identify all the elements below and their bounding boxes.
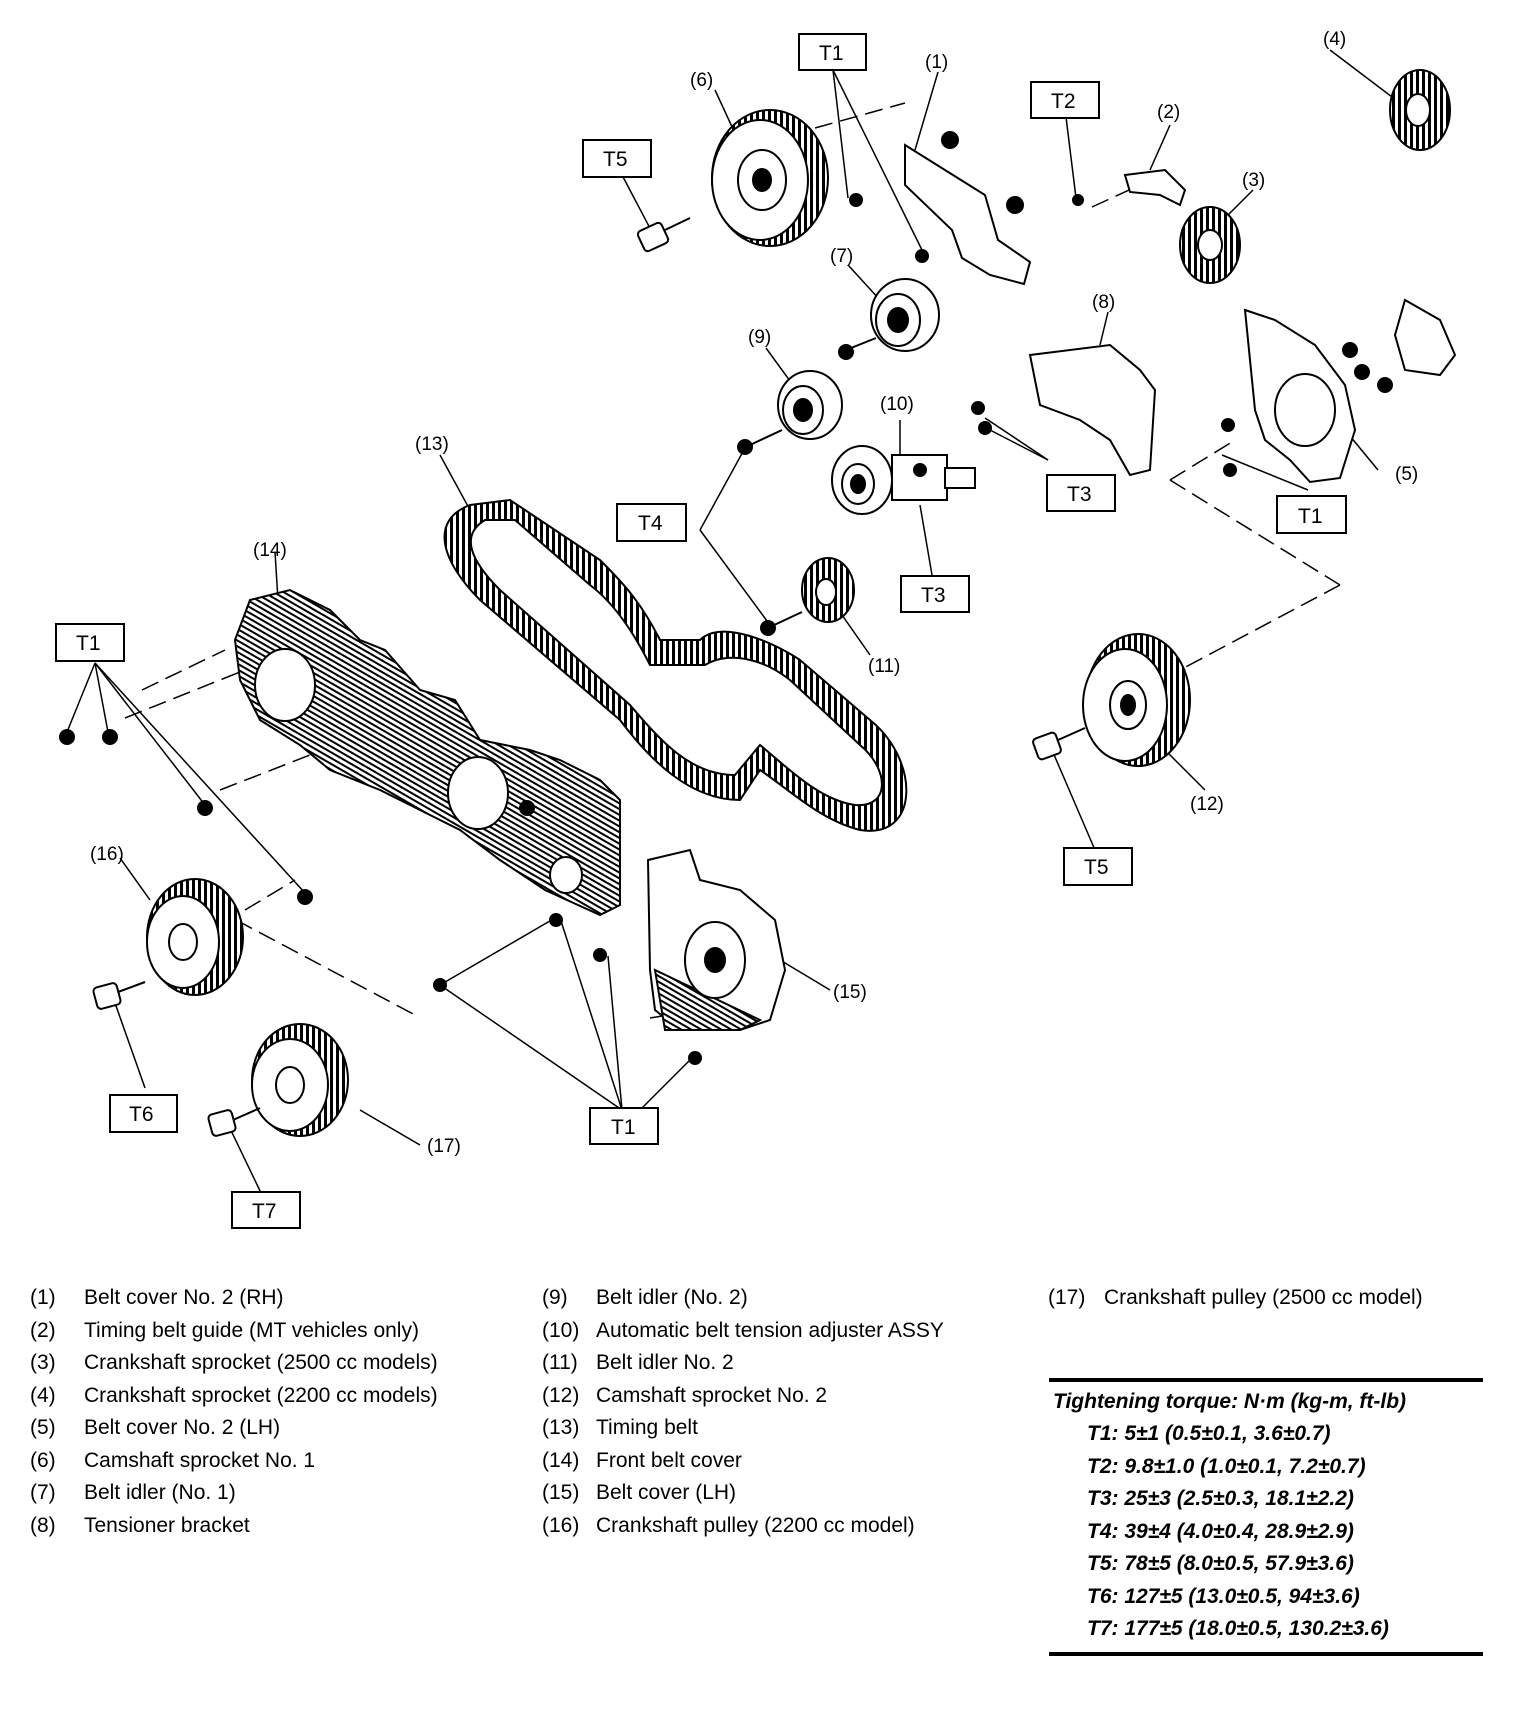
svg-text:T3: T3 [1067, 483, 1092, 506]
torque-box-t1-top: T1 [798, 33, 867, 71]
callout-labels: (1) (2) (3) (4) (5) (6) (7) (8) (9) (10)… [90, 29, 1418, 1157]
torque-box-t6: T6 [109, 1094, 178, 1133]
divider [1049, 1651, 1483, 1656]
callout-4: (4) [1323, 29, 1346, 50]
belt-cover-lh [433, 848, 787, 1065]
svg-text:T5: T5 [603, 148, 628, 171]
assembly-dashed-lines [124, 102, 1341, 1019]
belt-cover-no2-lh [1221, 298, 1457, 484]
legend-item: (2)Timing belt guide (MT vehicles only) [30, 1318, 419, 1342]
torque-row: T5: 78±5 (8.0±0.5, 57.9±3.6) [1087, 1552, 1354, 1575]
legend-item: (15)Belt cover (LH) [542, 1481, 737, 1504]
torque-box-t7: T7 [231, 1191, 301, 1229]
legend-item: (17)Crankshaft pulley (2500 cc model) [1048, 1286, 1423, 1309]
torque-row: T6: 127±5 (13.0±0.5, 94±3.6) [1087, 1584, 1360, 1608]
callout-17: (17) [427, 1136, 461, 1157]
legend-item: (6)Camshaft sprocket No. 1 [30, 1448, 316, 1472]
auto-belt-tension-adjuster [831, 445, 976, 515]
torque-row: T7: 177±5 (18.0±0.5, 130.2±3.6) [1087, 1617, 1389, 1640]
torque-box-t5-lower: T5 [1063, 847, 1133, 886]
svg-text:T6: T6 [129, 1103, 154, 1126]
legend-column-2: (9)Belt idler (No. 2) (10)Automatic belt… [542, 1282, 982, 1542]
belt-idler-no1 [838, 278, 940, 360]
torque-box-t3-right: T3 [1046, 474, 1116, 512]
belt-cover-no2-rh [849, 131, 1032, 286]
callout-5: (5) [1395, 464, 1418, 485]
torque-row: T2: 9.8±1.0 (1.0±0.1, 7.2±0.7) [1087, 1454, 1366, 1478]
svg-text:T5: T5 [1084, 856, 1109, 879]
legend-column-3: (17)Crankshaft pulley (2500 cc model) [1048, 1282, 1468, 1315]
legend-item: (11)Belt idler No. 2 [542, 1351, 734, 1374]
callout-6: (6) [690, 70, 713, 91]
torque-box-t1-left: T1 [55, 623, 125, 662]
leader-lines [66, 49, 1397, 1196]
callout-12: (12) [1190, 794, 1224, 815]
torque-row: T4: 39±4 (4.0±0.4, 28.9±2.9) [1087, 1519, 1354, 1543]
legend-item: (4)Crankshaft sprocket (2200 cc models) [30, 1383, 438, 1407]
legend-item: (3)Crankshaft sprocket (2500 cc models) [30, 1351, 438, 1374]
callout-1: (1) [925, 52, 948, 73]
svg-text:T1: T1 [819, 42, 844, 65]
svg-text:T1: T1 [76, 632, 101, 655]
belt-idler-no2 [737, 370, 843, 455]
callout-11: (11) [868, 656, 900, 677]
callout-16: (16) [90, 844, 124, 865]
bolt-t5-top [636, 217, 691, 253]
legend-item: (10)Automatic belt tension adjuster ASSY [542, 1318, 944, 1342]
legend-item: (13)Timing belt [542, 1416, 698, 1439]
camshaft-sprocket-no2 [1032, 633, 1191, 767]
legend-item: (7)Belt idler (No. 1) [30, 1481, 236, 1504]
torque-box-t2: T2 [1030, 81, 1100, 119]
crankshaft-pulley-2500 [207, 1023, 349, 1137]
timing-belt-guide [1072, 168, 1187, 207]
torque-box-t5-top: T5 [582, 139, 652, 178]
callout-7: (7) [830, 246, 853, 267]
divider [1049, 1378, 1483, 1382]
torque-boxes: T1 T2 T5 T3 T1 T4 T3 T1 [55, 33, 1347, 1229]
svg-text:T4: T4 [638, 512, 663, 535]
timing-belt [443, 498, 908, 832]
timing-belt-exploded-diagram: (1) (2) (3) (4) (5) (6) (7) (8) (9) (10)… [55, 29, 1457, 1229]
callout-3: (3) [1242, 170, 1265, 191]
svg-text:T1: T1 [611, 1116, 636, 1139]
torque-row: T3: 25±3 (2.5±0.3, 18.1±2.2) [1087, 1487, 1354, 1510]
svg-text:T3: T3 [921, 584, 946, 607]
belt-idler-no2-sprocket [760, 557, 855, 636]
callout-10: (10) [880, 394, 914, 415]
callout-2: (2) [1157, 102, 1180, 123]
legend-column-1: (1)Belt cover No. 2 (RH) (2)Timing belt … [30, 1282, 450, 1542]
tightening-torque-table: Tightening torque: N·m (kg-m, ft-lb) T1:… [1049, 1378, 1483, 1656]
callout-14: (14) [253, 540, 287, 561]
camshaft-sprocket-no1 [711, 109, 829, 247]
torque-box-t1-right: T1 [1276, 495, 1347, 534]
legend-item: (16)Crankshaft pulley (2200 cc model) [542, 1513, 915, 1537]
svg-text:T7: T7 [252, 1200, 277, 1223]
crankshaft-sprocket-2500 [1179, 206, 1241, 284]
torque-box-t3-lower: T3 [900, 575, 970, 613]
crankshaft-pulley-2200 [92, 878, 244, 1010]
legend-item: (12)Camshaft sprocket No. 2 [542, 1383, 828, 1407]
legend-item: (14)Front belt cover [542, 1448, 742, 1472]
torque-box-t1-bottom: T1 [589, 1107, 659, 1145]
callout-9: (9) [748, 327, 771, 348]
svg-text:T1: T1 [1298, 505, 1323, 528]
legend-item: (1)Belt cover No. 2 (RH) [30, 1286, 284, 1309]
torque-box-t4: T4 [616, 503, 687, 542]
callout-13: (13) [415, 434, 449, 455]
legend-item: (9)Belt idler (No. 2) [542, 1286, 748, 1309]
callout-8: (8) [1092, 292, 1115, 313]
tensioner-bracket [971, 343, 1157, 477]
svg-text:T2: T2 [1051, 90, 1076, 113]
legend-item: (5)Belt cover No. 2 (LH) [30, 1416, 281, 1439]
legend-item: (8)Tensioner bracket [30, 1513, 250, 1537]
torque-row: T1: 5±1 (0.5±0.1, 3.6±0.7) [1087, 1422, 1331, 1445]
torque-table-title: Tightening torque: N·m (kg-m, ft-lb) [1053, 1390, 1407, 1413]
crankshaft-sprocket-2200 [1389, 69, 1451, 151]
callout-15: (15) [833, 982, 867, 1003]
front-belt-cover [59, 588, 621, 917]
